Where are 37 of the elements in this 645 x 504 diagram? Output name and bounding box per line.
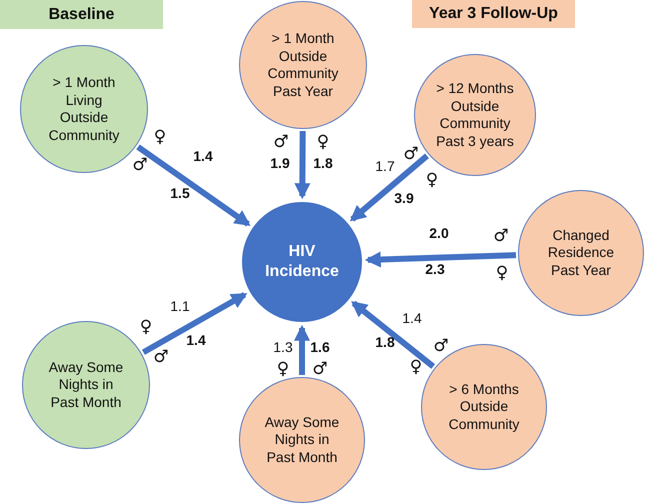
- ratio-value: 1.9: [270, 155, 290, 171]
- ratio-value: 1.6: [310, 339, 330, 355]
- arrow: [294, 324, 310, 375]
- phase-heading: Year 3 Follow-Up: [412, 0, 575, 28]
- ratio-value: 1.4: [193, 148, 213, 164]
- sex-symbol: ♀: [496, 263, 508, 283]
- ratio-value: 2.3: [425, 261, 445, 277]
- sex-symbol: ♂: [273, 132, 289, 152]
- ratio-value: 3.9: [394, 190, 414, 206]
- phase-heading: Baseline: [0, 0, 163, 29]
- arrow: [351, 300, 436, 369]
- ratio-value: 1.3: [273, 339, 293, 355]
- sex-symbol: ♂: [153, 347, 169, 367]
- arrow: [294, 130, 310, 200]
- ratio-value: 1.8: [375, 334, 395, 350]
- arrow: [136, 144, 251, 227]
- ratio-value: 2.0: [429, 225, 449, 241]
- factor-circle: Away Some Nights in Past Month: [239, 377, 365, 503]
- sex-symbol: ♂: [132, 155, 148, 175]
- ratio-value: 1.4: [186, 332, 206, 348]
- arrow: [350, 154, 429, 222]
- arrow: [364, 252, 516, 268]
- sex-symbol: ♀: [410, 357, 422, 377]
- sex-symbol: ♀: [154, 127, 166, 147]
- ratio-value: 1.8: [313, 155, 333, 171]
- factor-circle: Changed Residence Past Year: [518, 190, 644, 316]
- ratio-value: 1.5: [170, 185, 190, 201]
- arrow: [142, 292, 248, 355]
- factor-circle: > 1 Month Outside Community Past Year: [239, 1, 367, 129]
- ratio-value: 1.4: [402, 310, 422, 326]
- sex-symbol: ♀: [316, 132, 330, 152]
- ratio-value: 1.7: [375, 158, 395, 174]
- sex-symbol: ♀: [276, 359, 290, 379]
- ratio-value: 1.1: [170, 298, 190, 314]
- sex-symbol: ♂: [493, 226, 509, 246]
- outcome-circle: HIV Incidence: [242, 202, 362, 322]
- sex-symbol: ♂: [312, 359, 328, 379]
